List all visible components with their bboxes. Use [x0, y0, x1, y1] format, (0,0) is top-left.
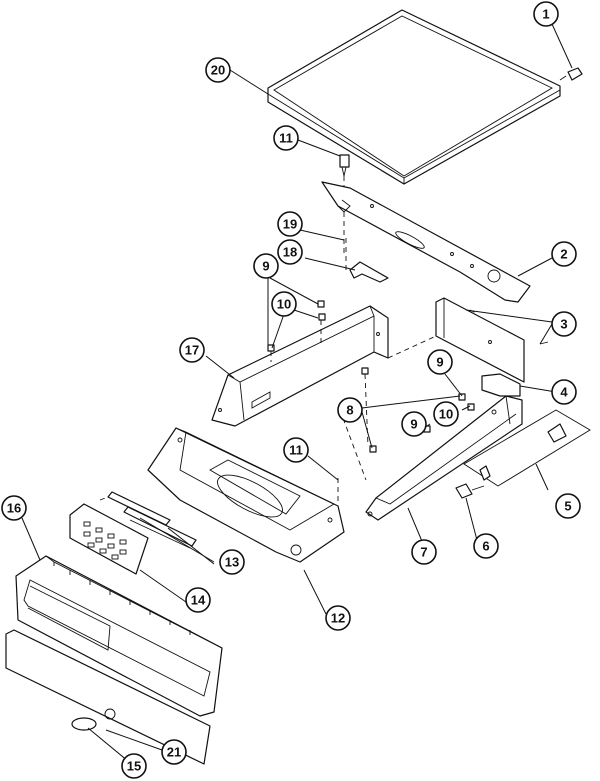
callout-1: 1 [533, 1, 559, 27]
callout-11-lower: 11 [283, 437, 309, 463]
svg-text:15: 15 [127, 759, 141, 774]
svg-text:13: 13 [225, 555, 239, 570]
bracket [481, 373, 521, 397]
callout-4: 4 [551, 379, 577, 405]
svg-text:1: 1 [542, 7, 549, 22]
svg-text:12: 12 [331, 611, 345, 626]
callout-5: 5 [555, 493, 581, 519]
svg-text:3: 3 [560, 317, 567, 332]
panel-overlay [5, 629, 211, 765]
svg-text:10: 10 [277, 297, 291, 312]
svg-text:8: 8 [346, 403, 353, 418]
svg-text:10: 10 [439, 407, 453, 422]
left-side-bracket [211, 305, 389, 427]
right-side-rail [365, 395, 523, 521]
svg-text:9: 9 [262, 259, 269, 274]
svg-text:17: 17 [185, 343, 199, 358]
control-panel [15, 555, 223, 717]
svg-text:18: 18 [283, 245, 297, 260]
svg-text:7: 7 [420, 545, 427, 560]
svg-text:6: 6 [482, 539, 489, 554]
callout-13: 13 [219, 549, 245, 575]
svg-text:4: 4 [560, 385, 568, 400]
svg-text:11: 11 [279, 131, 293, 146]
callout-14: 14 [185, 587, 211, 613]
callout-15: 15 [121, 753, 147, 779]
control-board [69, 503, 149, 575]
bolt [455, 483, 485, 499]
hinge-kit-box [463, 409, 591, 487]
callout-20: 20 [205, 57, 231, 83]
callout-16: 16 [1, 495, 27, 521]
fasteners-center [361, 367, 475, 453]
callout-10-lower: 10 [433, 401, 459, 427]
knob [71, 717, 97, 731]
svg-text:9: 9 [410, 417, 417, 432]
svg-text:11: 11 [289, 443, 303, 458]
callout-9-upper: 9 [253, 253, 279, 279]
callout-7: 7 [411, 539, 437, 565]
callout-19: 19 [277, 211, 303, 237]
clip-upper [267, 300, 326, 362]
svg-text:20: 20 [211, 63, 225, 78]
callout-8: 8 [337, 397, 363, 423]
callout-3: 3 [551, 311, 577, 337]
callout-6: 6 [473, 533, 499, 559]
callout-9-middle: 9 [427, 349, 453, 375]
rear-bracket [321, 181, 531, 303]
callout-17: 17 [179, 337, 205, 363]
small-bracket [349, 261, 389, 283]
callout-18: 18 [277, 239, 303, 265]
svg-text:21: 21 [167, 745, 181, 760]
console-base-frame [147, 427, 345, 563]
svg-text:9: 9 [436, 355, 443, 370]
svg-text:5: 5 [564, 499, 571, 514]
callout-2: 2 [551, 241, 577, 267]
top-panel [267, 9, 561, 185]
leader-lines [21, 23, 573, 767]
svg-text:19: 19 [283, 217, 297, 232]
callout-11-upper: 11 [273, 125, 299, 151]
svg-text:16: 16 [7, 501, 21, 516]
screw [559, 67, 583, 81]
callout-21: 21 [161, 739, 187, 765]
callout-10-upper: 10 [271, 291, 297, 317]
callout-12: 12 [325, 605, 351, 631]
callout-9-lower: 9 [401, 411, 427, 437]
svg-text:2: 2 [560, 247, 567, 262]
svg-text:14: 14 [191, 593, 206, 608]
